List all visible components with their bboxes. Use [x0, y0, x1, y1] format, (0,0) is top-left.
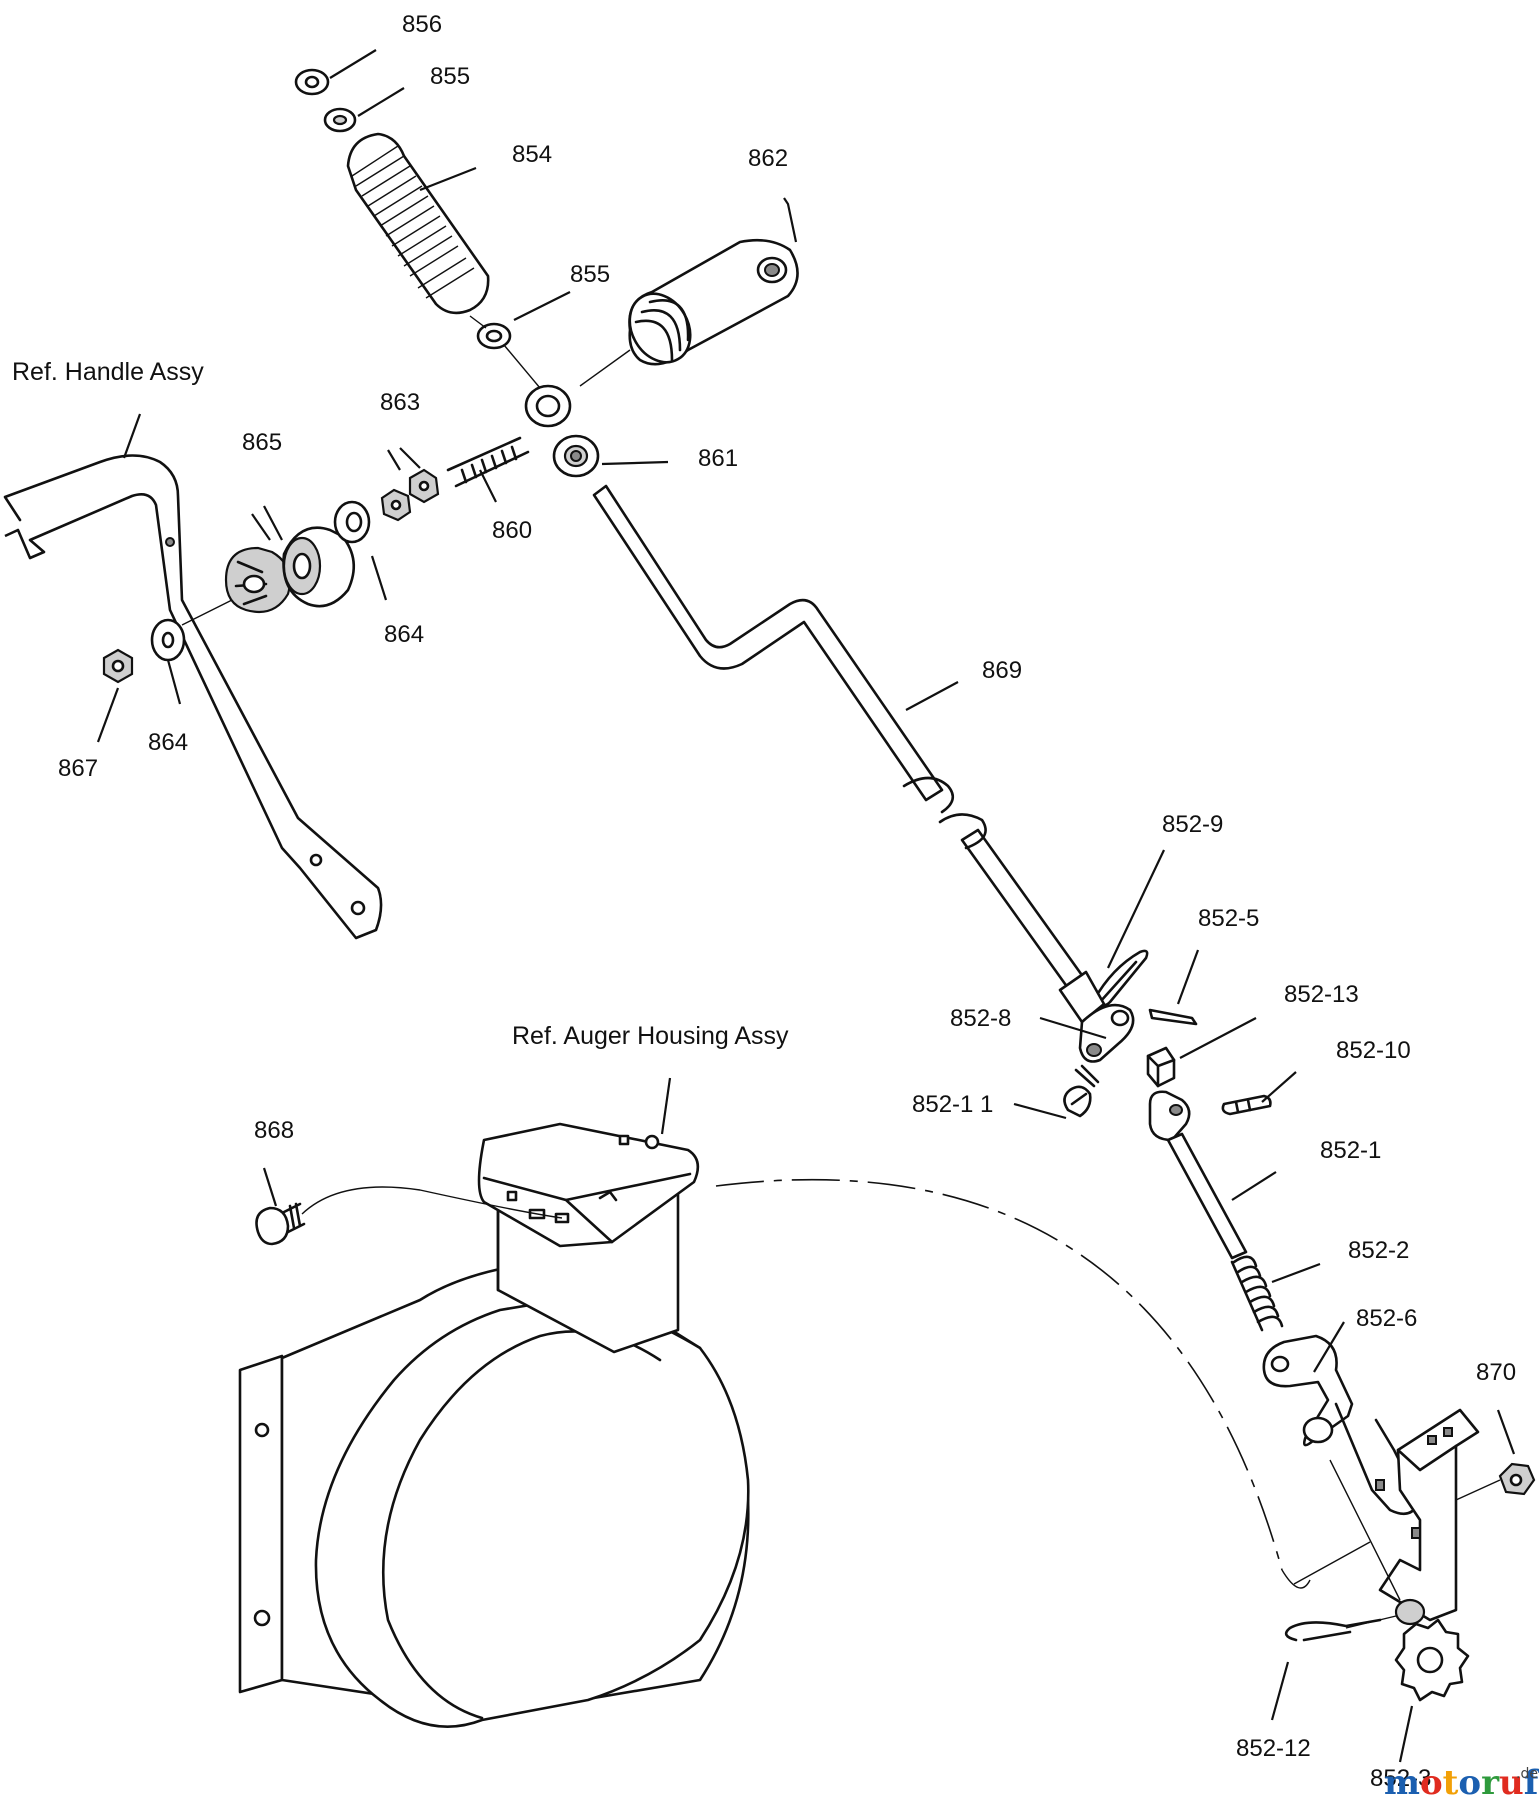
- label-869: 869: [982, 657, 1022, 684]
- clevis-852-8: [1058, 970, 1135, 1063]
- bolt-852-11: [1063, 1064, 1100, 1118]
- block-852-13: [1146, 1046, 1176, 1088]
- label-861: 861: [698, 445, 738, 472]
- bolt-path: [301, 1186, 563, 1219]
- label-855-lower: 855: [570, 261, 610, 288]
- ref-auger-housing-assy: Ref. Auger Housing Assy: [512, 1022, 789, 1050]
- label-862: 862: [748, 145, 788, 172]
- nut-867: [102, 648, 134, 684]
- assembly-path-arc: [715, 1178, 1283, 1571]
- hairpin-852-9: [1092, 949, 1149, 1007]
- knob-854: [346, 132, 490, 315]
- label-852-13: 852-13: [1284, 981, 1359, 1008]
- bushing-865: [282, 526, 356, 608]
- gear-bracket: [1375, 1408, 1501, 1622]
- label-852-5: 852-5: [1198, 905, 1259, 932]
- logo-wordmark: motoruf: [1384, 1763, 1539, 1800]
- handle-bar: [3, 454, 383, 940]
- ref-handle-assy: Ref. Handle Assy: [12, 358, 204, 386]
- part-labels: 856 855 854 862 855 863 865 861 860 864 …: [58, 11, 1516, 1792]
- pin-852-10: [1221, 1094, 1272, 1116]
- washer-855-top: [323, 107, 357, 133]
- label-855: 855: [430, 63, 470, 90]
- washer-855-mid: [476, 322, 512, 350]
- label-864-lower: 864: [148, 729, 188, 756]
- leader-lines: [96, 49, 1516, 1763]
- label-852-8: 852-8: [950, 1005, 1011, 1032]
- label-863: 863: [380, 389, 420, 416]
- label-860: 860: [492, 517, 532, 544]
- label-852-10: 852-10: [1336, 1037, 1411, 1064]
- rod-852-1: [1166, 1132, 1248, 1260]
- nuts-863: [380, 468, 440, 522]
- washer-856: [294, 68, 330, 96]
- motoruf-logo: motoruf .de: [1384, 1763, 1539, 1800]
- washer-864-left: [150, 618, 186, 662]
- label-868: 868: [254, 1117, 294, 1144]
- bracket-852-6: [1262, 1334, 1420, 1516]
- label-852-2: 852-2: [1348, 1237, 1409, 1264]
- label-852-11: 852-1 1: [912, 1091, 993, 1118]
- eye-bolt-860: [446, 384, 572, 488]
- label-852-6: 852-6: [1356, 1305, 1417, 1332]
- label-852-12: 852-12: [1236, 1735, 1311, 1762]
- label-854: 854: [512, 141, 552, 168]
- label-865: 865: [242, 429, 282, 456]
- shift-rod-869: [592, 484, 1106, 1018]
- label-852-1: 852-1: [1320, 1137, 1381, 1164]
- label-870: 870: [1476, 1359, 1516, 1386]
- label-852-3: 852-3: [1370, 1765, 1431, 1792]
- label-852-9: 852-9: [1162, 811, 1223, 838]
- label-867: 867: [58, 755, 98, 782]
- label-864-upper: 864: [384, 621, 424, 648]
- logo-tld: .de: [1516, 1766, 1538, 1782]
- nut-870: [1498, 1462, 1536, 1496]
- grommet-861: [552, 434, 600, 478]
- washer-864-upper: [333, 500, 371, 544]
- label-856: 856: [402, 11, 442, 38]
- cotter-pin-852-5: [1148, 1008, 1198, 1026]
- spring-852-2: [1230, 1255, 1284, 1332]
- auger-housing: [238, 1122, 750, 1728]
- hairpin-852-12: [1284, 1618, 1382, 1642]
- clevis-852-1-top: [1148, 1090, 1191, 1142]
- lever-end-862: [628, 238, 799, 366]
- flange-bushing-865: [224, 546, 292, 614]
- gear-852-3: [1394, 1598, 1470, 1702]
- carriage-bolt-868: [255, 1202, 306, 1246]
